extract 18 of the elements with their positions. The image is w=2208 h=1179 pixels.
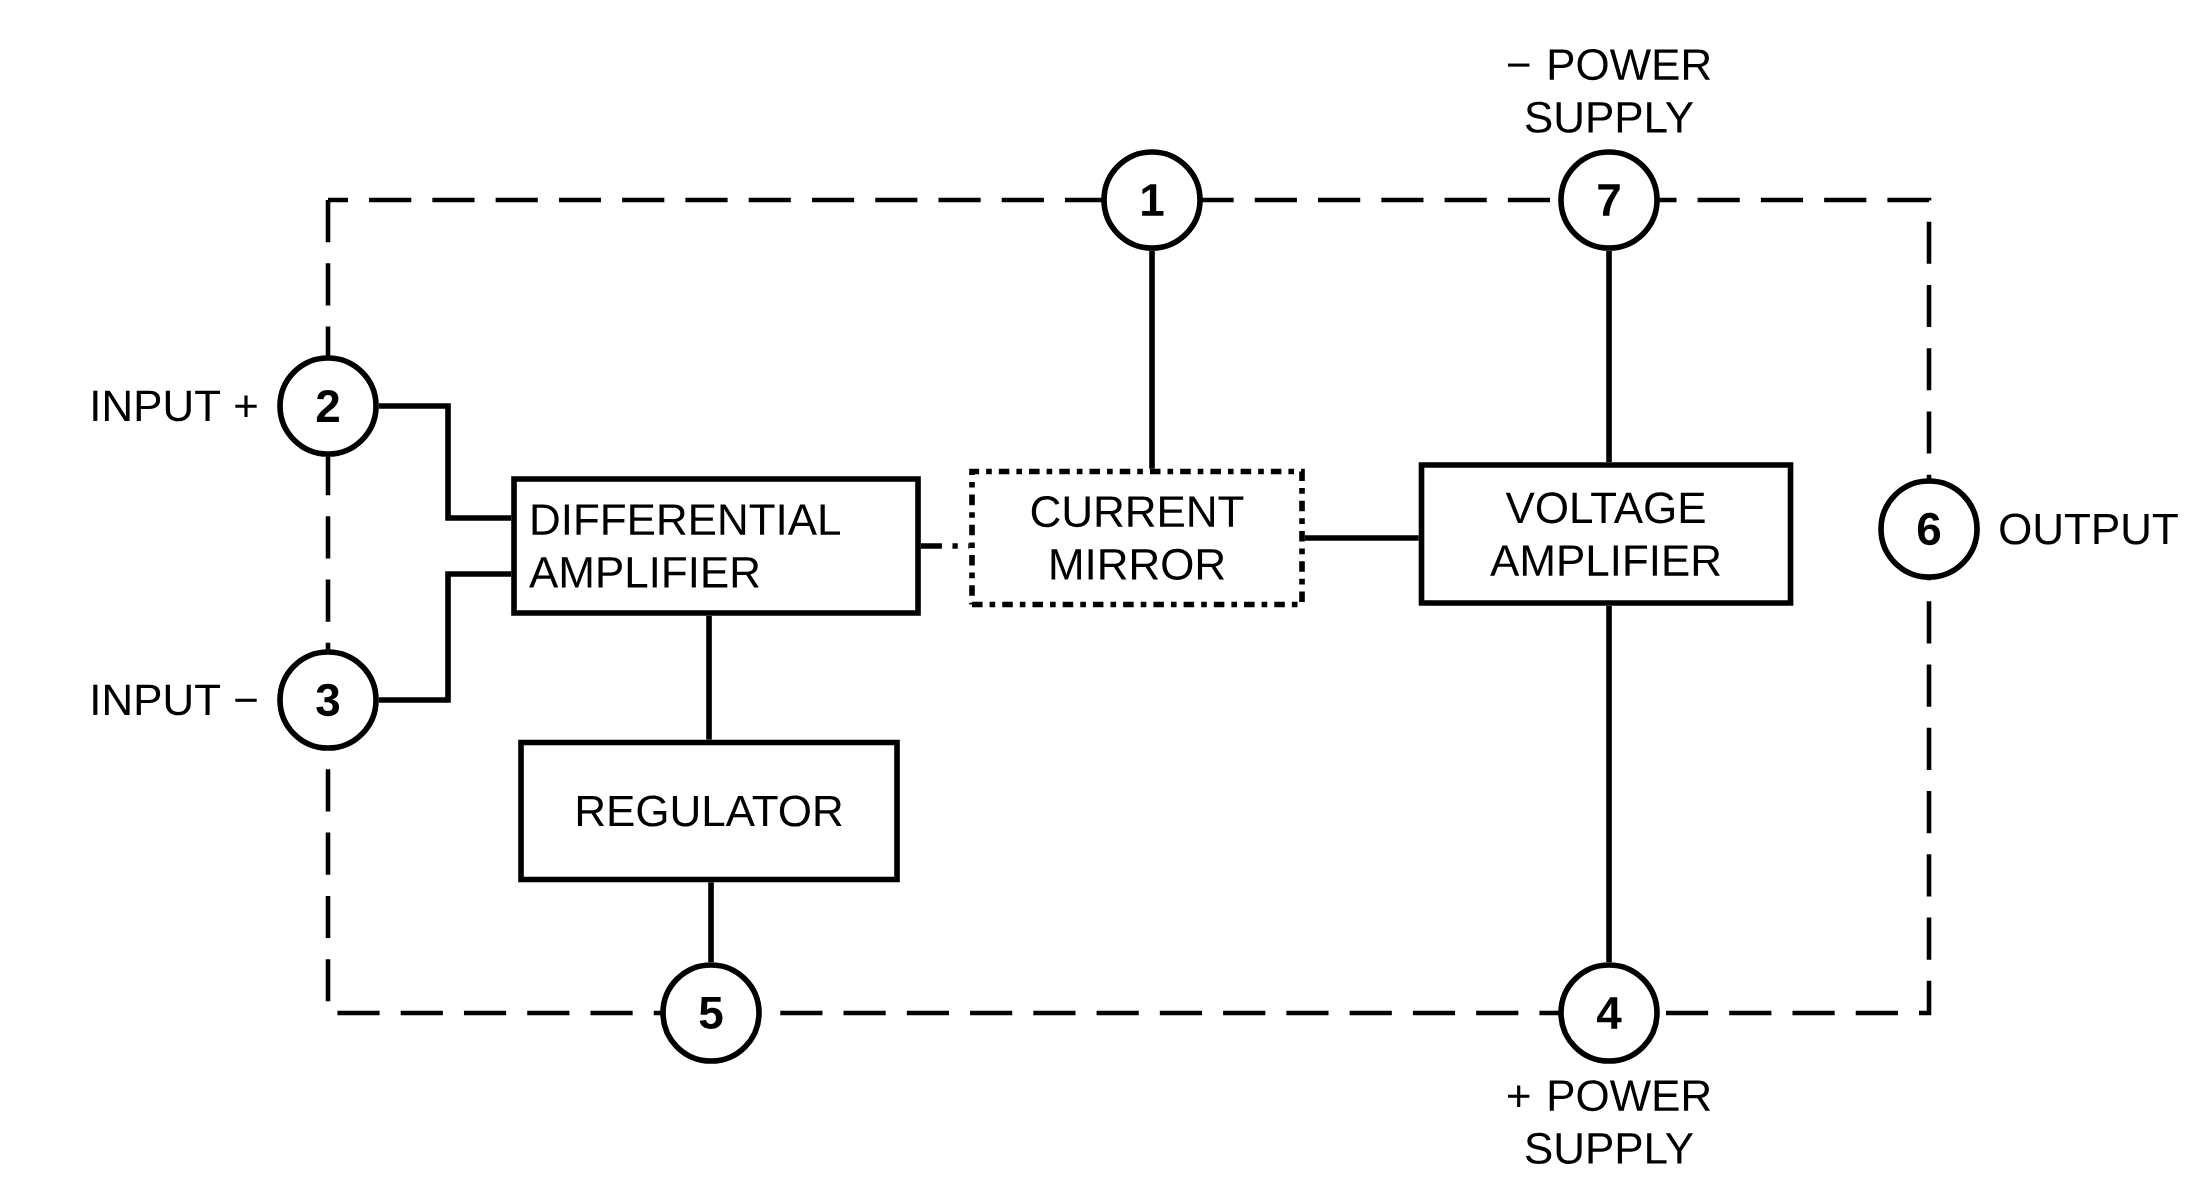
- pin-label: OUTPUT: [2000, 513, 2178, 545]
- connector-line: [378, 403, 512, 521]
- connector-line: [1606, 605, 1612, 963]
- block-box: DIFFERENTIAL AMPLIFIER: [511, 476, 921, 616]
- pin-label: INPUT −: [93, 684, 257, 716]
- connector-line: [1304, 535, 1419, 541]
- connector-line: [708, 882, 714, 963]
- pin-label: + POWER SUPPLY: [1508, 1080, 1711, 1164]
- block-box: CURRENT MIRROR: [969, 468, 1305, 608]
- connector-line: [1606, 250, 1612, 463]
- connector-line: [706, 615, 712, 740]
- pin-label: − POWER SUPPLY: [1508, 49, 1711, 133]
- block-box: REGULATOR: [518, 739, 900, 883]
- connector-line: [1149, 250, 1155, 469]
- connector-line: [378, 571, 512, 703]
- pin-label: INPUT +: [93, 390, 257, 422]
- connector-line: [920, 543, 970, 549]
- block-box: VOLTAGE AMPLIFIER: [1418, 462, 1794, 606]
